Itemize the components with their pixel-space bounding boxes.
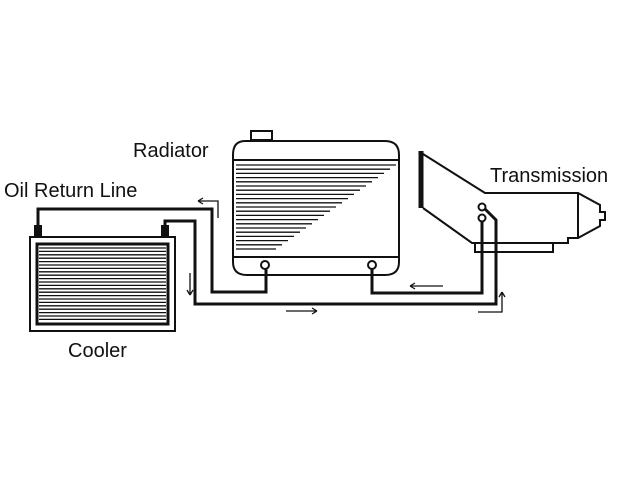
arrow-down-icon: [186, 273, 194, 296]
radiator-right-fitting: [367, 260, 377, 270]
transmission-to-cooler-line: [163, 207, 498, 306]
transmission-upper-fitting: [477, 202, 487, 212]
radiator-label: Radiator: [133, 140, 209, 162]
cooler-label: Cooler: [68, 340, 127, 362]
cooler-left-fitting: [34, 225, 42, 238]
arrow-left-icon: [197, 197, 219, 218]
cooler-right-fitting: [161, 225, 169, 238]
transmission-lower-fitting: [477, 213, 487, 223]
oil-return-line: [36, 207, 268, 294]
arrow-up-icon: [478, 291, 506, 313]
flow-arrows: [186, 197, 506, 315]
cooler: [29, 225, 176, 332]
radiator-to-transmission-line: [370, 222, 484, 295]
radiator: [232, 130, 400, 276]
oil-return-line-label: Oil Return Line: [4, 180, 138, 202]
transmission-label: Transmission: [490, 165, 609, 187]
arrow-right-icon: [286, 307, 318, 315]
arrow-left-icon: [409, 282, 443, 290]
transmission: [418, 151, 606, 253]
radiator-left-fitting: [260, 260, 270, 270]
radiator-cap: [250, 130, 273, 141]
